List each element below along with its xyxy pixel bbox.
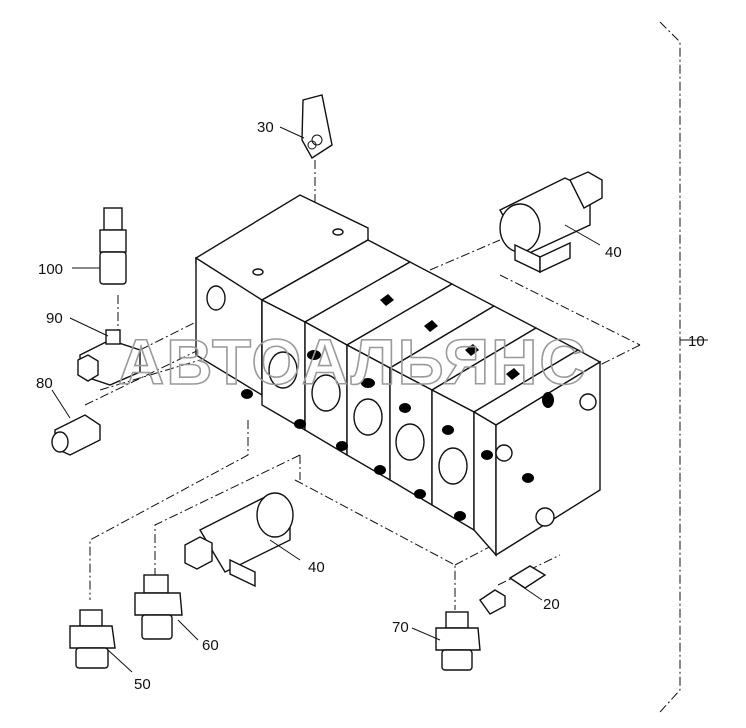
clip-part-30 — [279, 94, 333, 159]
adapter-part-70 — [411, 611, 481, 671]
tee-fitting-part-90 — [69, 317, 141, 386]
valve-block — [195, 194, 602, 557]
callout-50: 50 — [134, 676, 151, 693]
callout-30: 30 — [257, 119, 274, 136]
callout-20: 20 — [543, 596, 560, 613]
callout-60: 60 — [202, 637, 219, 654]
solenoid-part-40-lower — [184, 492, 301, 588]
fitting-part-100 — [72, 207, 127, 285]
adapter-part-50 — [69, 609, 133, 673]
valve-insert-part-20 — [479, 565, 547, 615]
adapter-part-60 — [134, 574, 199, 641]
callout-10: 10 — [688, 333, 705, 350]
solenoid-part-40-upper — [499, 171, 603, 274]
callout-80: 80 — [36, 375, 53, 392]
watermark-text: АВТОАЛЬЯНС — [118, 326, 588, 398]
callout-40-lower: 40 — [308, 559, 325, 576]
callout-40-upper: 40 — [605, 244, 622, 261]
callout-100: 100 — [38, 261, 63, 278]
callout-90: 90 — [46, 310, 63, 327]
adapter-part-80 — [51, 389, 101, 456]
assembly-bracket-10 — [659, 21, 681, 713]
callout-70: 70 — [392, 619, 409, 636]
